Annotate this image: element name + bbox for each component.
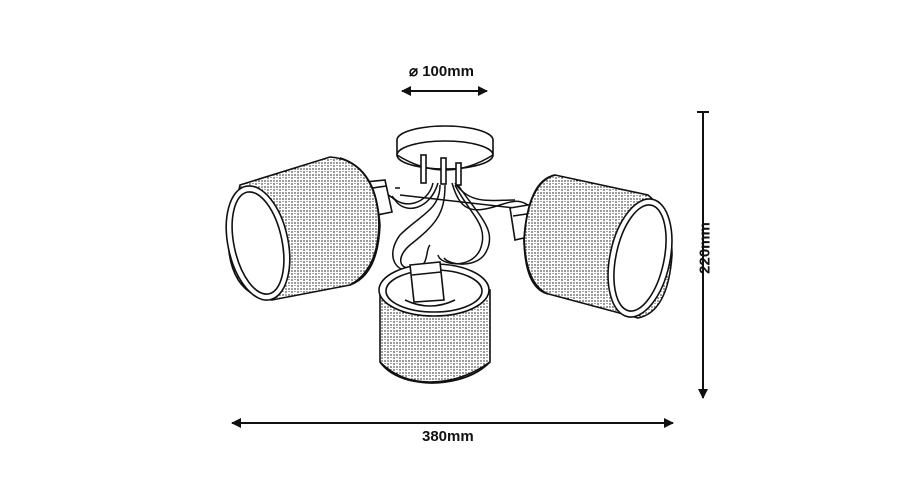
diameter-label: ⌀ 100mm bbox=[409, 63, 474, 80]
height-dimension bbox=[697, 111, 709, 399]
left-shade bbox=[225, 156, 381, 301]
height-label: 220mm bbox=[696, 222, 714, 274]
right-shade bbox=[523, 174, 673, 319]
lamp-arms bbox=[361, 182, 529, 272]
width-label: 380mm bbox=[422, 428, 474, 445]
front-shade bbox=[378, 261, 491, 384]
lamp-illustration bbox=[225, 125, 673, 384]
ceiling-canopy bbox=[396, 125, 494, 186]
